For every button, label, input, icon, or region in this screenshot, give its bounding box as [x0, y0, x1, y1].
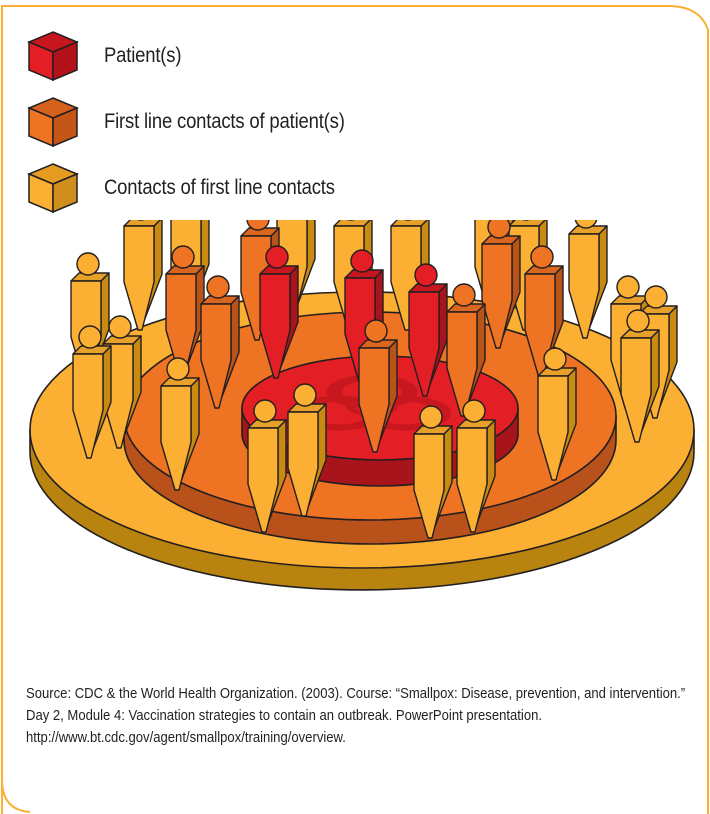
second-line-contact-figure: [569, 220, 607, 338]
legend-label-second-line: Contacts of first line contacts: [104, 175, 335, 201]
legend-label-patients: Patient(s): [104, 43, 181, 69]
patient-cube-icon: [26, 30, 80, 82]
source-citation: Source: CDC & the World Health Organizat…: [26, 683, 689, 749]
first-line-cube-icon: [26, 96, 80, 148]
legend-item-second-line: Contacts of first line contacts: [26, 162, 446, 212]
legend-item-first-line: First line contacts of patient(s): [26, 96, 446, 146]
second-line-contact-figure: [124, 220, 162, 330]
second-line-cube-icon: [26, 162, 80, 214]
legend-item-patients: Patient(s): [26, 30, 446, 80]
legend-label-first-line: First line contacts of patient(s): [104, 109, 345, 135]
ring-vaccination-diagram: [0, 220, 710, 640]
